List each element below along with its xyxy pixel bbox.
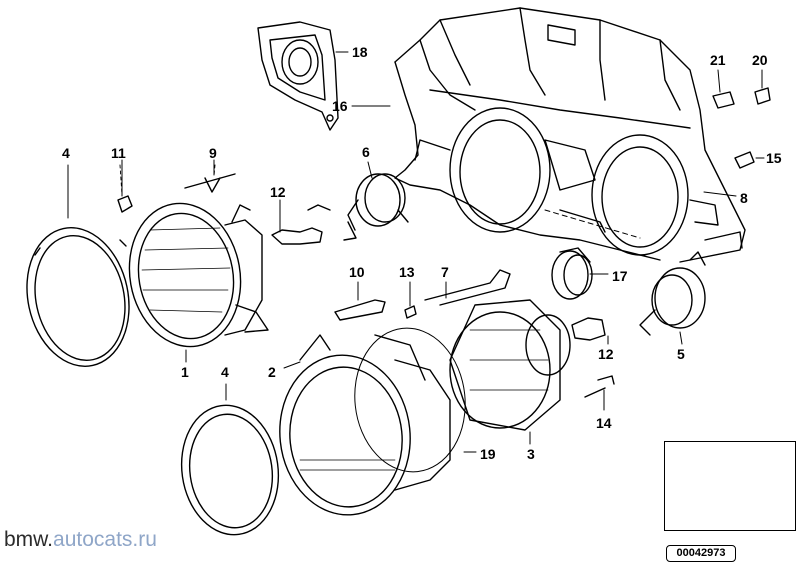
- high-beam-unit-2: [279, 334, 451, 516]
- callout-7: 7: [441, 264, 449, 280]
- callout-11: 11: [111, 145, 126, 161]
- callout-20: 20: [752, 52, 768, 68]
- bulb-12-lower: [571, 317, 606, 341]
- callout-1: 1: [181, 364, 189, 380]
- callout-3: 3: [527, 446, 535, 462]
- callout-9: 9: [209, 145, 217, 161]
- callout-5: 5: [677, 346, 685, 362]
- bulb-socket-17: [551, 247, 593, 300]
- adjusting-rod-7: [424, 269, 511, 306]
- callout-16: 16: [332, 98, 348, 114]
- adjusting-screw-11: [117, 164, 133, 213]
- callout-14: 14: [596, 415, 612, 431]
- adjusting-screw-9: [184, 164, 236, 193]
- callout-2: 2: [268, 364, 276, 380]
- headlight-unit-1: [128, 202, 269, 348]
- callout-18: 18: [352, 44, 368, 60]
- watermark-part-2: autocats.ru: [53, 528, 157, 551]
- callout-15: 15: [766, 150, 782, 166]
- headlight-housing: [394, 7, 746, 263]
- watermark: bmw.autocats.ru: [4, 528, 157, 552]
- callout-21: 21: [710, 52, 726, 68]
- callout-17: 17: [612, 268, 628, 284]
- callout-4-lower: 4: [221, 364, 229, 380]
- trim-ring-upper: [26, 227, 130, 367]
- callout-8: 8: [740, 190, 748, 206]
- screw-13: [404, 305, 417, 319]
- inset-frame: [664, 441, 796, 531]
- callout-6: 6: [362, 144, 370, 160]
- screw-15: [734, 151, 755, 169]
- bulb-12-upper: [271, 204, 331, 245]
- callout-12-upper: 12: [270, 184, 286, 200]
- gasket-19: [354, 327, 466, 473]
- trim-ring-lower: [180, 404, 280, 536]
- clip-20: [754, 87, 771, 105]
- reflector-unit-3: [449, 299, 571, 431]
- callout-10: 10: [349, 264, 365, 280]
- screw-14: [584, 375, 615, 398]
- bracket-cover: [257, 21, 339, 131]
- bulb-socket-5: [639, 251, 706, 336]
- leader-lines: [67, 51, 765, 453]
- diagram-code: 00042973: [666, 545, 736, 562]
- callout-19: 19: [480, 446, 496, 462]
- callout-12-lower: 12: [598, 346, 614, 362]
- watermark-part-1: bmw.: [4, 528, 54, 551]
- callout-4-upper: 4: [62, 145, 70, 161]
- nut-21: [712, 91, 735, 109]
- adjusting-screw-10: [334, 299, 386, 321]
- callout-13: 13: [399, 264, 415, 280]
- bulb-socket-6: [343, 173, 409, 241]
